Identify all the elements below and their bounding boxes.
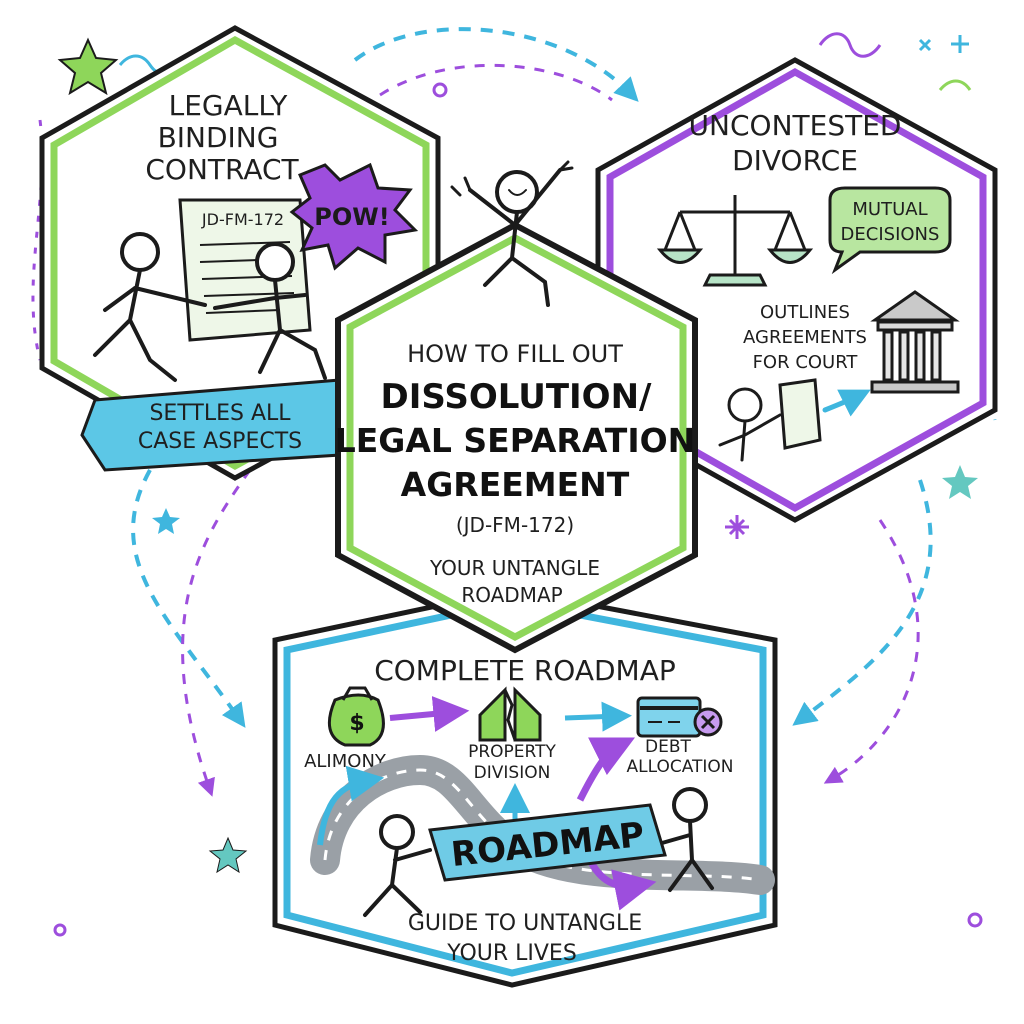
star-icon [208, 836, 248, 874]
outlines-line-2: AGREEMENTS [743, 327, 867, 348]
star-icon [942, 465, 978, 499]
outlines-line-1: OUTLINES [760, 302, 850, 323]
mutual-decisions-bubble: MUTUAL DECISIONS [828, 186, 952, 275]
divorce-title-line-2: DIVORCE [732, 144, 858, 177]
bubble-line-1: MUTUAL [852, 199, 927, 220]
center-title-line-2: LEGAL SEPARATION [335, 421, 696, 460]
ribbon-line-2: CASE ASPECTS [138, 429, 302, 454]
ribbon-line-1: SETTLES ALL [149, 401, 291, 426]
credit-card-icon [636, 696, 723, 738]
svg-text:$: $ [349, 711, 364, 736]
pow-burst-icon: POW! [289, 162, 419, 271]
money-bag-icon: $ [327, 686, 385, 747]
step-property-label-2: DIVISION [474, 763, 551, 783]
divorce-title-line-1: UNCONTESTED [689, 109, 902, 142]
jumping-figure [450, 160, 574, 307]
footer-line-1: GUIDE TO UNTANGLE [408, 911, 642, 936]
arrow-to-debt [576, 737, 636, 802]
star-icon [57, 37, 119, 96]
arrow-alimony-to-property [389, 696, 470, 732]
arrow-property-to-debt [564, 701, 632, 732]
split-house-icon [478, 686, 542, 742]
contract-title-line-1: LEGALLY [169, 89, 289, 122]
bubble-line-2: DECISIONS [841, 224, 940, 245]
outlines-line-3: FOR COURT [753, 352, 859, 373]
center-title-line-3: AGREEMENT [401, 465, 630, 504]
center-intro: HOW TO FILL OUT [407, 340, 623, 368]
center-title-line-1: DISSOLUTION/ [381, 377, 652, 417]
scales-of-justice-icon [656, 195, 814, 287]
footer-line-2: YOUR LIVES [446, 941, 577, 966]
contract-title-line-3: CONTRACT [145, 153, 299, 186]
hex-complete-roadmap: COMPLETE ROADMAP $ ALIMONY PROPERTY DIVI… [272, 587, 778, 988]
courthouse-icon [870, 290, 960, 394]
settles-case-ribbon: SETTLES ALL CASE ASPECTS [80, 378, 367, 472]
center-subtitle-line-1: YOUR UNTANGLE [429, 556, 600, 580]
roadmap-title: COMPLETE ROADMAP [374, 654, 676, 687]
center-form-code: (JD-FM-172) [456, 513, 574, 537]
hex-center-title: HOW TO FILL OUT DISSOLUTION/ LEGAL SEPAR… [335, 221, 698, 654]
step-property-label-1: PROPERTY [468, 742, 556, 762]
arrow-curve-left [317, 765, 385, 846]
handshake-figures [93, 232, 327, 382]
contract-title-line-2: BINDING [158, 121, 279, 154]
step-debt-label-1: DEBT [645, 737, 691, 757]
roadmap-figures [363, 787, 714, 917]
center-subtitle-line-2: ROADMAP [461, 583, 562, 607]
document-label: JD-FM-172 [201, 210, 284, 229]
arrow-curve-right [586, 858, 657, 911]
figure-with-document [718, 378, 871, 462]
step-debt-label-2: ALLOCATION [626, 757, 733, 777]
pow-text: POW! [314, 203, 389, 231]
star-icon [152, 508, 180, 534]
